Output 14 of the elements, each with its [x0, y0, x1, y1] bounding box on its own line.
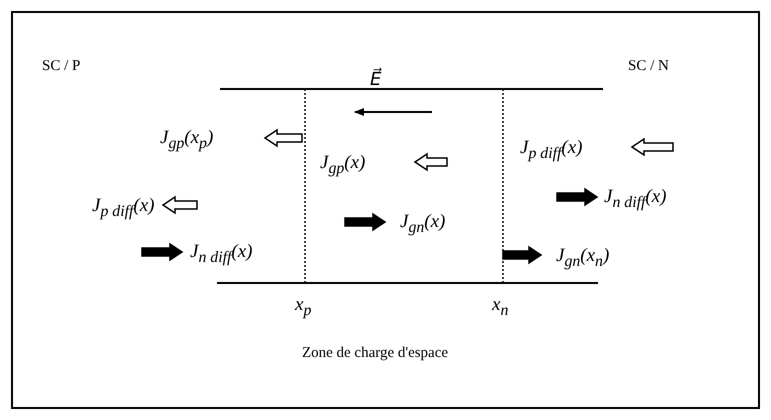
zone-caption: Zone de charge d'espace	[300, 344, 450, 363]
position-label: x$_{p}$	[295, 294, 312, 321]
current-label: J$_{gn}$(x)	[400, 211, 446, 238]
current-label: J$_{gp}$(x)	[320, 152, 366, 179]
region-label: SC / P	[42, 57, 80, 76]
current-label: J$_{gp}$(x$_{p}$)	[160, 127, 214, 154]
current-label: J$_{gn}$(x$_{n}$)	[556, 245, 610, 272]
position-label: x$_{n}$	[492, 294, 508, 321]
current-label: J$_{n diff}$(x)	[604, 186, 667, 213]
current-label: J$_{p diff}$(x)	[92, 195, 155, 222]
field-symbol: E⃗	[370, 69, 382, 91]
current-label: J$_{n diff}$(x)	[190, 241, 253, 268]
region-label: SC / N	[628, 57, 669, 76]
current-label: J$_{p diff}$(x)	[520, 137, 583, 164]
